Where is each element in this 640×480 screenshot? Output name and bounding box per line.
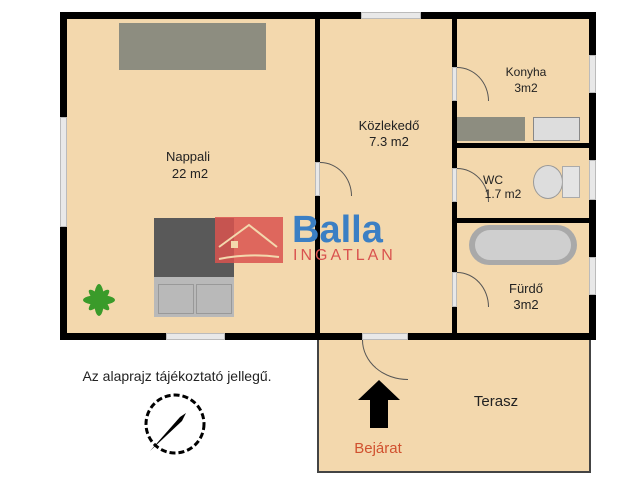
room-name-nappali: Nappali: [165, 149, 211, 164]
kitchen-counter: [457, 117, 525, 141]
room-area-nappali: 22 m2: [171, 166, 209, 181]
window: [166, 333, 225, 340]
window: [589, 55, 596, 93]
window: [589, 160, 596, 200]
wall-bottom: [60, 333, 596, 340]
wall-top: [60, 12, 596, 19]
room-name-terasz: Terasz: [473, 393, 519, 410]
disclaimer: Az alaprajz tájékoztató jellegű.: [82, 368, 272, 384]
logo-sub: INGATLAN: [293, 247, 396, 264]
room-name-konyha: Konyha: [505, 65, 547, 79]
sofa: [119, 23, 266, 70]
logo-brand: Balla: [292, 209, 383, 251]
window: [60, 117, 67, 227]
window: [589, 257, 596, 295]
wall-wc-furdo: [452, 218, 596, 223]
floor-terrace: [318, 337, 590, 472]
window: [361, 12, 421, 19]
room-area-furdo: 3m2: [513, 297, 539, 312]
entrance-arrow-icon: [358, 380, 400, 428]
entrance-label: Bejárat: [354, 440, 402, 457]
wall-konyha-wc: [452, 143, 596, 148]
bathtub: [469, 225, 577, 265]
room-name-furdo: Fürdő: [509, 281, 543, 296]
logo-house-box: [215, 217, 283, 263]
pillow: [196, 284, 232, 314]
pillow: [158, 284, 194, 314]
door-opening: [362, 333, 408, 340]
toilet-tank: [562, 166, 580, 198]
plant-icon: [83, 284, 115, 316]
room-name-kozlekedo: Közlekedő: [358, 118, 420, 133]
bathtub-inner: [475, 230, 571, 260]
compass-icon: [144, 393, 206, 455]
sink: [533, 117, 580, 141]
terrace-outline: [317, 337, 591, 473]
house-icon: [218, 223, 280, 260]
toilet: [533, 165, 563, 199]
room-name-wc: WC: [483, 173, 503, 187]
room-area-konyha: 3m2: [514, 81, 538, 95]
room-area-kozlekedo: 7.3 m2: [369, 134, 409, 149]
room-area-wc: 1.7 m2: [484, 187, 522, 201]
